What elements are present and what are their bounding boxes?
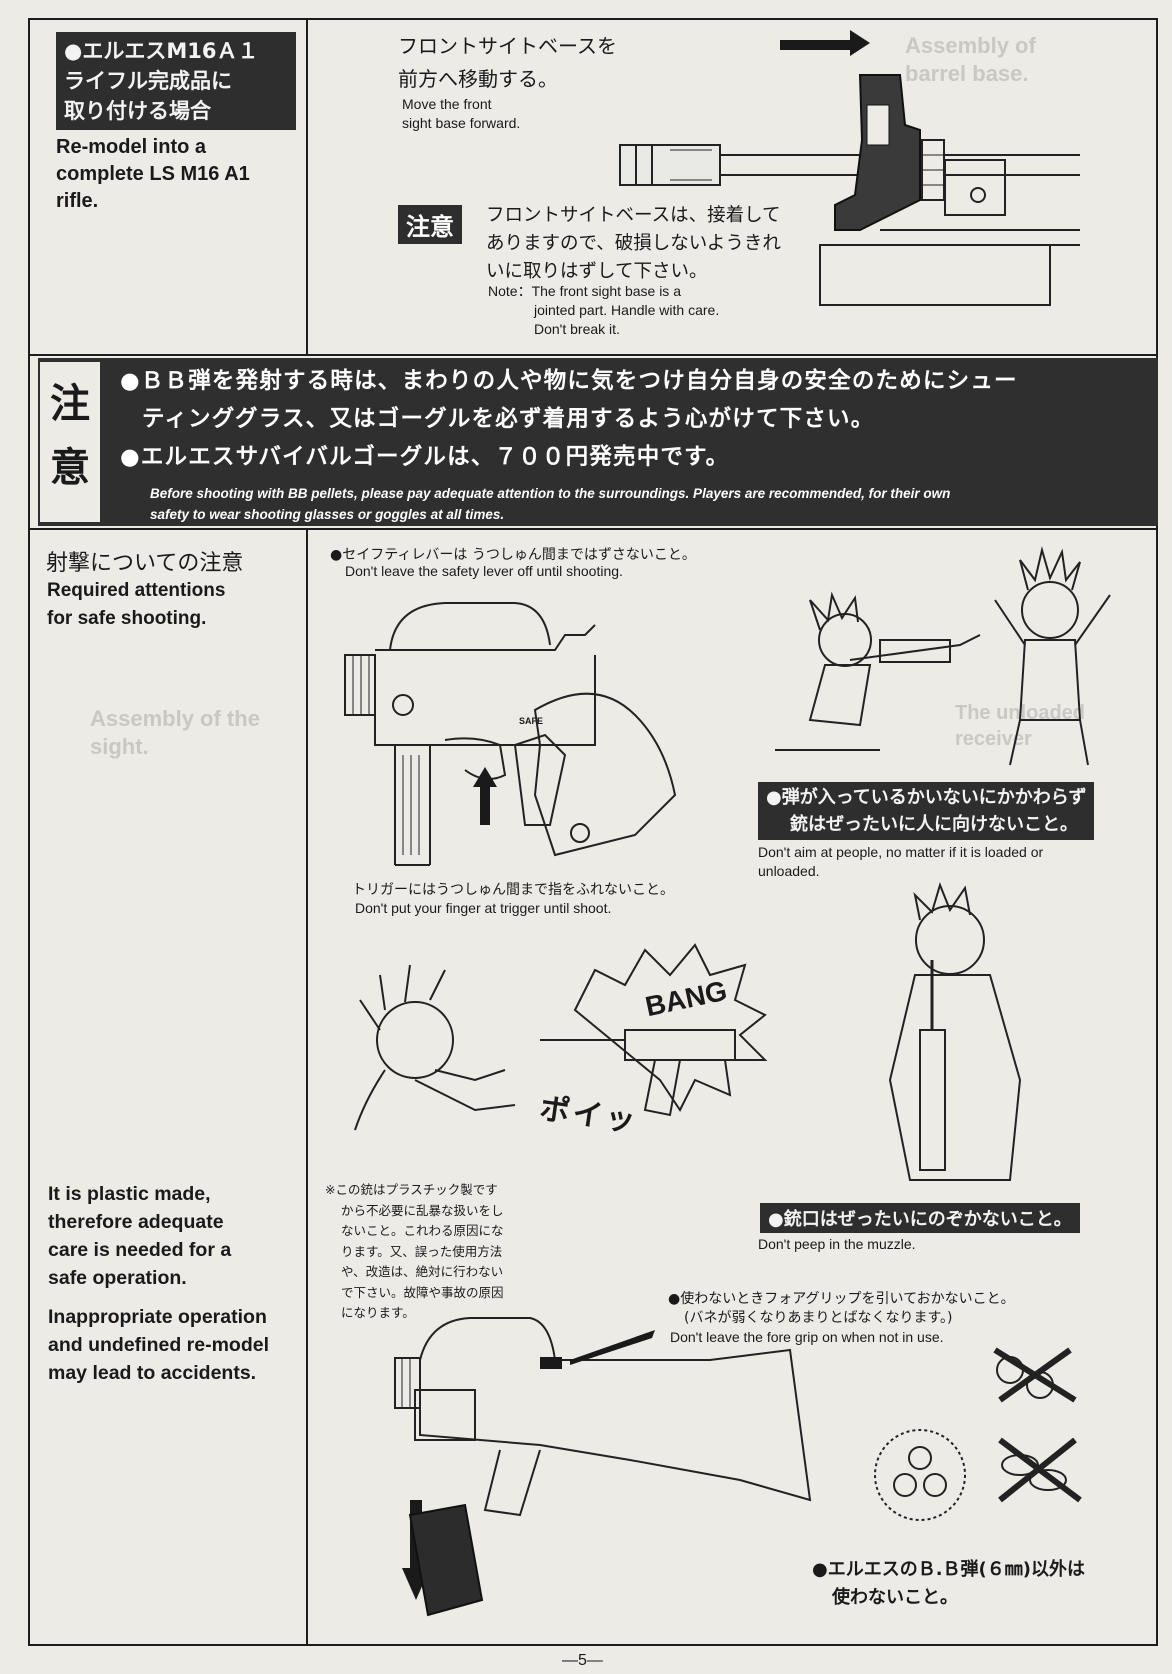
warning-text-jp: ●ＢＢ弾を発射する時は、まわりの人や物に気をつけ自分自身の安全のためにシュー テ… [120, 368, 1018, 470]
safety-lever-text-jp: ●セイフティレバーは うつしゅん間まではずさないこと。 [330, 547, 696, 563]
aim-warning-en: Don't aim at people, no matter if it is … [758, 844, 1044, 879]
divider [28, 528, 1158, 530]
warning-side-label: 注 意 [40, 362, 100, 522]
plastic-note-jp: ※この銃はプラスチック製です から不必要に乱暴な扱いをし ないこと。これわる原因… [325, 1182, 504, 1320]
foregrip-text-jp: ●使わないときフォアグリップを引いておかないこと。 (バネが弱くなりあまりとばな… [668, 1291, 1015, 1326]
bb-pellets-illustration [874, 1347, 1082, 1521]
receiver-hand-illustration [344, 602, 677, 866]
remodel-heading-jp: ●エルエスM16Ａ１ ライフル完成品に 取り付ける場合 [56, 32, 296, 130]
aiming-cartoon [775, 546, 1111, 766]
caution-text-en: Note：The front sight base is a jointed p… [488, 283, 720, 337]
divider [306, 528, 308, 1646]
muzzle-warning-jp: ●銃口はぜったいにのぞかないこと。 [760, 1203, 1080, 1233]
muzzle-warning-en: Don't peep in the muzzle. [758, 1236, 916, 1252]
trigger-text-en: Don't put your finger at trigger until s… [355, 900, 612, 916]
trigger-text-jp: トリガーにはうつしゅん間まで指をふれないこと。 [352, 882, 674, 898]
accident-note-en: Inappropriate operation and undefined re… [48, 1306, 270, 1384]
caution-label: 注意 [398, 205, 462, 244]
step-text-en: Move the front sight base forward. [402, 96, 521, 131]
page-number: —5— [562, 1652, 603, 1669]
front-sight-diagram [619, 30, 1080, 306]
divider [28, 354, 1158, 356]
muzzle-cartoon [888, 881, 1022, 1181]
step-text-jp: フロントサイトベースを 前方へ移動する。 [398, 34, 617, 91]
shooting-title-jp: 射撃についての注意 [46, 551, 244, 576]
warning-text-en: Before shooting with BB pellets, please … [150, 486, 951, 522]
aim-warning-jp: ●弾が入っているかいないにかかわらず 銃はぜったいに人に向けないこと。 [758, 782, 1095, 840]
remodel-heading-en: Re-model into a complete LS M16 A1 rifle… [56, 136, 250, 212]
bang-cartoon [354, 943, 768, 1131]
bb-warning-jp: ●エルエスのＢ.Ｂ弾(６㎜)以外は 使わないこと。 [812, 1559, 1085, 1608]
divider [306, 18, 308, 354]
caution-text-jp: フロントサイトベースは、接着して ありますので、破損しないようきれ いに取りはず… [486, 205, 781, 282]
rifle-stock-illustration [394, 1317, 812, 1617]
plastic-note-en: It is plastic made, therefore adequate c… [48, 1183, 232, 1289]
safety-lever-text-en: Don't leave the safety lever off until s… [345, 563, 623, 579]
warning-banner [38, 358, 1158, 526]
shooting-title-en: Required attentions for safe shooting. [47, 580, 226, 629]
safe-marking: SAFE [519, 716, 544, 726]
foregrip-text-en: Don't leave the fore grip on when not in… [670, 1329, 944, 1345]
page-frame [28, 18, 1158, 1646]
